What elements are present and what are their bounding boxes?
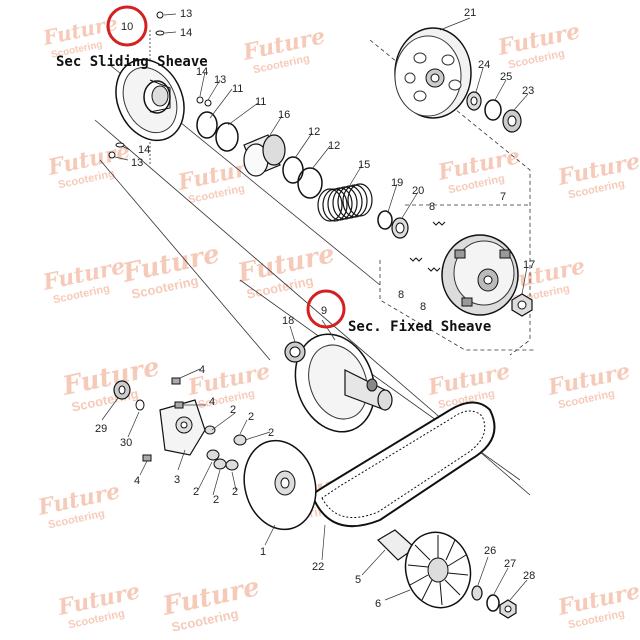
clutch-housing-21 (394, 27, 472, 119)
part-label-16: 16 (278, 109, 290, 121)
part-label-5: 5 (355, 574, 361, 586)
roller-weights-2 (204, 425, 247, 471)
part-label-28: 28 (523, 570, 535, 582)
part-label-20: 20 (412, 185, 424, 197)
part-label-8: 8 (420, 301, 426, 313)
part-label-6: 6 (375, 598, 381, 610)
part-labels: 10 13 14 14 13 11 11 16 12 12 15 19 20 2… (95, 7, 535, 610)
part-label-4: 4 (209, 396, 215, 408)
nut-23 (502, 109, 522, 133)
part-label-13: 13 (180, 8, 192, 20)
part-label-8: 8 (398, 289, 404, 301)
nut-17 (511, 293, 533, 317)
part-label-2: 2 (268, 427, 274, 439)
highlight-circle-10 (106, 5, 148, 47)
v-belt-22 (310, 401, 496, 528)
part-label-14: 14 (180, 27, 192, 39)
part-label-24: 24 (478, 59, 490, 71)
part-label-9: 9 (321, 305, 327, 317)
part-label-17: 17 (523, 259, 535, 271)
part-label-13: 13 (131, 157, 143, 169)
part-label-2: 2 (193, 486, 199, 498)
part-label-4: 4 (134, 475, 140, 487)
part-label-26: 26 (484, 545, 496, 557)
part-label-7: 7 (500, 191, 506, 203)
part-label-21: 21 (464, 7, 476, 19)
o-rings-11 (196, 111, 239, 152)
clutch-springs-8 (409, 221, 446, 272)
part-label-19: 19 (391, 177, 403, 189)
part-label-23: 23 (522, 85, 534, 97)
washer-26 (471, 585, 483, 601)
part-label-13: 13 (214, 74, 226, 86)
part-label-2-alt: 2 (232, 486, 238, 498)
nut-28 (499, 599, 517, 619)
clutch-carrier-7 (441, 234, 519, 316)
part-label-10: 10 (121, 21, 133, 33)
part-label-18: 18 (282, 315, 294, 327)
part-label-12: 12 (328, 140, 340, 152)
part-label-27: 27 (504, 558, 516, 570)
part-label-15: 15 (358, 159, 370, 171)
circlip-19 (377, 210, 393, 230)
leader-lines (101, 13, 529, 601)
part-label-2: 2 (213, 494, 219, 506)
sec-fixed-sheave (294, 333, 393, 433)
part-label-8: 8 (429, 201, 435, 213)
washer-27 (486, 594, 500, 612)
nut-20 (391, 217, 409, 239)
part-label-14: 14 (196, 66, 208, 78)
nut-29 (113, 380, 131, 400)
movable-drive-face-6 (404, 531, 472, 609)
part-label-2: 2 (248, 411, 254, 423)
bearing-18 (284, 341, 306, 363)
part-label-12: 12 (308, 126, 320, 138)
part-label-3: 3 (174, 474, 180, 486)
part-label-30: 30 (120, 437, 132, 449)
highlight-circle-9 (306, 289, 346, 329)
ramp-plate-3 (159, 399, 206, 456)
washer-30 (135, 399, 145, 411)
part-label-25: 25 (500, 71, 512, 83)
circlip-25 (484, 99, 502, 121)
part-label-14: 14 (138, 144, 150, 156)
part-label-1: 1 (260, 546, 266, 558)
clutch-group-box (369, 39, 535, 356)
washer-24 (466, 91, 482, 111)
part-label-22: 22 (312, 561, 324, 573)
compression-spring-15 (317, 183, 373, 222)
annotation-sec-fixed-sheave: Sec. Fixed Sheave (348, 319, 491, 335)
primary-fixed-sheave-1 (243, 439, 317, 531)
collar-16 (243, 134, 286, 177)
part-label-29: 29 (95, 423, 107, 435)
part-label-4: 4 (199, 364, 205, 376)
annotation-sec-sliding-sheave: Sec Sliding Sheave (56, 54, 208, 70)
part-label-11: 11 (232, 83, 243, 95)
part-label-11: 11 (255, 96, 266, 108)
highlight-circles (106, 5, 346, 329)
sec-sliding-sheave (115, 58, 185, 142)
part-label-2: 2 (230, 404, 236, 416)
oil-seals-12 (282, 156, 323, 199)
